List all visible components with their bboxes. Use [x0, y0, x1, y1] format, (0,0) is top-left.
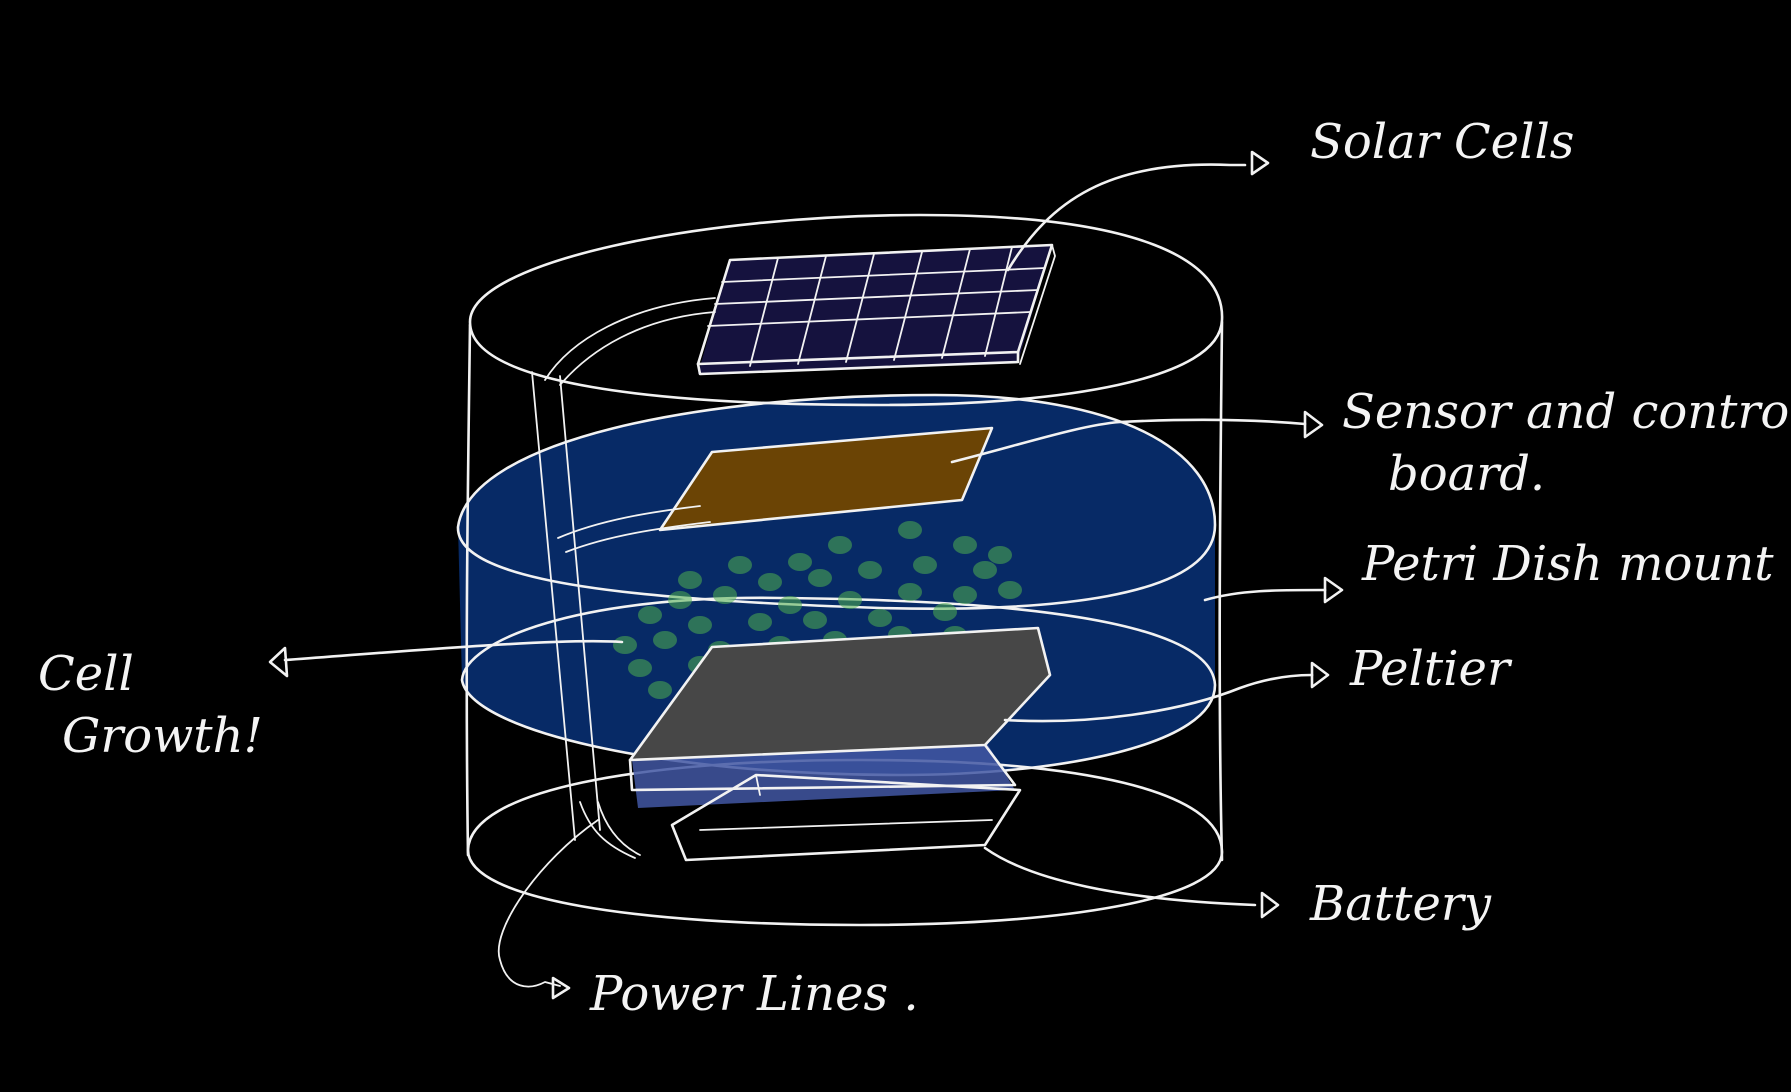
label-solar-cells: Solar Cells: [1310, 114, 1574, 170]
label-sensor-board-1: Sensor and control: [1342, 384, 1791, 440]
leader-arrows: [268, 150, 1344, 1000]
cell-dot: [953, 586, 977, 604]
solar-wires: [544, 297, 716, 386]
cell-dot: [898, 521, 922, 539]
label-cell-growth-2: Growth!: [62, 708, 263, 764]
solar-panel: [696, 243, 1056, 376]
label-battery: Battery: [1309, 876, 1492, 932]
cell-dot: [803, 611, 827, 629]
cell-dot: [688, 616, 712, 634]
cell-dot: [933, 603, 957, 621]
cell-dot: [728, 556, 752, 574]
label-petri-dish-mount: Petri Dish mount: [1361, 536, 1774, 592]
cell-dot: [653, 631, 677, 649]
label-sensor-board-2: board.: [1388, 446, 1545, 502]
cell-dot: [748, 613, 772, 631]
cell-dot: [808, 569, 832, 587]
cell-dot: [788, 553, 812, 571]
cell-dot: [913, 556, 937, 574]
cell-dot: [668, 591, 692, 609]
cell-dot: [838, 591, 862, 609]
cell-dot: [613, 636, 637, 654]
cell-dot: [828, 536, 852, 554]
cell-dot: [628, 659, 652, 677]
cell-dot: [713, 586, 737, 604]
cell-dot: [998, 581, 1022, 599]
battery: [670, 773, 1022, 862]
outer-cylinder: [465, 213, 1224, 927]
cell-dot: [988, 546, 1012, 564]
cell-dot: [678, 571, 702, 589]
cell-dot: [758, 573, 782, 591]
cell-dot: [648, 681, 672, 699]
cell-dot: [898, 583, 922, 601]
cell-dot: [778, 596, 802, 614]
label-cell-growth-1: Cell: [38, 646, 134, 702]
power-lines-wires: [497, 801, 641, 988]
cell-dot: [868, 609, 892, 627]
cell-dot: [638, 606, 662, 624]
cell-dot: [858, 561, 882, 579]
cell-dot: [953, 536, 977, 554]
control-board: [557, 426, 994, 553]
label-power-lines: Power Lines .: [589, 966, 919, 1022]
cell-dot: [973, 561, 997, 579]
label-peltier: Peltier: [1349, 641, 1513, 697]
